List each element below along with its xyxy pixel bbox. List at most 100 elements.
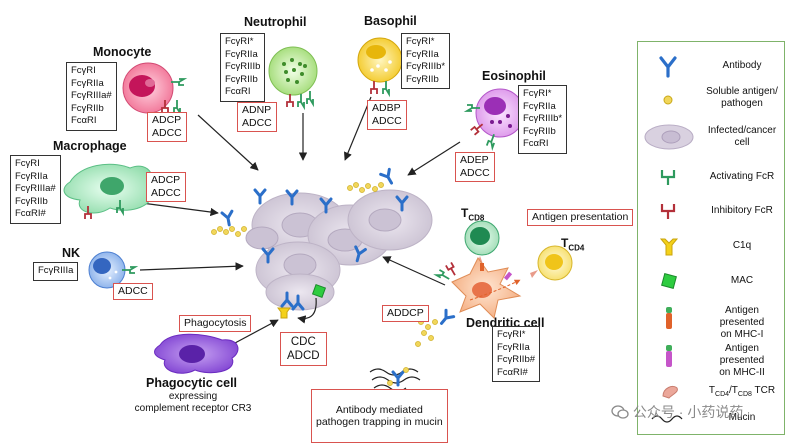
watermark-text: 公众号 · 小药说药	[632, 404, 744, 420]
tcd8-cell	[464, 220, 500, 264]
tcd4-main: T	[561, 236, 569, 250]
tcd4-label: TCD4	[561, 236, 584, 252]
function-label: ADEP	[460, 154, 489, 166]
legend-label: TCD4/TCD8 TCR	[702, 385, 782, 401]
function-label: ADCC	[151, 187, 181, 199]
receptor: FcγRI*	[523, 88, 552, 99]
infected-cell-icon	[644, 124, 694, 150]
function-label: ADCP	[152, 114, 182, 126]
watermark: 公众号 · 小药说药	[611, 402, 743, 422]
adcd-label: ADCD	[287, 350, 320, 362]
macrophage-function-box: ADCP ADCC	[146, 172, 186, 202]
phagocytic-cell	[154, 333, 239, 374]
inhibitory-fcr-icon	[660, 204, 676, 219]
tcr-label-sub1: CD4	[715, 391, 730, 398]
receptor: FcγRIIa	[225, 48, 258, 60]
cdc-adcd-box: CDC ADCD	[280, 332, 327, 366]
eosinophil-receptor-box: FcγRI* FcγRIIa FcγRIIIb* FcγRIIb FcαRI	[518, 85, 568, 154]
legend-item-activating-fcr: Activating FcR	[638, 164, 784, 190]
function-label: ADCP	[151, 174, 181, 186]
antigen-presentation-box: Antigen presentation	[527, 209, 634, 226]
legend-item-infected-cell: Infected/cancer cell	[638, 120, 784, 154]
receptor: FcγRIIa	[523, 100, 556, 112]
basophil-receptor-box: FcγRI* FcγRIIa FcγRIIIb* FcγRIIb	[401, 33, 451, 90]
legend-panel: Antibody Soluble antigen/ pathogen Infec…	[637, 41, 785, 435]
function-label: ADCC	[460, 167, 490, 179]
neutrophil-title: Neutrophil	[244, 15, 307, 29]
nk-cell	[88, 251, 136, 289]
function-label: Phagocytosis	[184, 317, 247, 329]
macrophage-title: Macrophage	[53, 139, 127, 153]
legend-item-tcr: TCD4/TCD8 TCR	[638, 380, 784, 404]
receptor: FcαRI	[523, 138, 549, 150]
arrow-phagocytic	[234, 319, 279, 344]
monocyte-receptor-box: FcγRI FcγRIIa FcγRIIIa# FcγRIIb FcαRI	[66, 62, 117, 131]
legend-label: Mucin	[728, 412, 756, 423]
infected-cell-cluster	[245, 189, 433, 311]
receptor: FcγRIIb	[71, 102, 104, 114]
macrophage-receptor-box: FcγRI FcγRIIa FcγRIIIa# FcγRIIb FcαRI#	[10, 155, 61, 224]
legend-item-antibody: Antibody	[638, 52, 784, 80]
receptor: FcγRIIa	[71, 77, 104, 89]
eosinophil-cell	[466, 88, 525, 149]
mucin-trap-label: Antibody mediated pathogen trapping in m…	[316, 403, 443, 429]
receptor: FcγRIIIb	[225, 61, 261, 73]
receptor: FcγRIIb#	[497, 354, 536, 366]
receptor: FcγRIIIb*	[523, 113, 563, 125]
activating-fcr-icon	[660, 170, 676, 185]
arrow-monocyte	[197, 114, 259, 171]
tcr-label-sub2: CD8	[737, 391, 752, 398]
legend-label: Antibody	[722, 60, 762, 71]
legend-item-mhc1: Antigen presented on MHC-I	[638, 302, 784, 340]
phagocytic-title: Phagocytic cell	[146, 376, 238, 390]
arrow-macrophage	[133, 201, 219, 217]
cdc-label: CDC	[290, 336, 316, 348]
tcd8-sub: CD8	[468, 213, 485, 223]
receptor: FcγRIIa	[15, 170, 48, 182]
legend-label: Activating FcR	[709, 171, 775, 182]
legend-label: Soluble antigen/ pathogen	[706, 86, 778, 109]
function-label: ADCC	[152, 127, 182, 139]
nk-title: NK	[62, 246, 81, 260]
receptor: FcγRIIb	[15, 195, 48, 207]
receptor: FcγRIIIa#	[71, 90, 112, 102]
receptor: FcγRIIa	[497, 341, 530, 353]
nk-function-box: ADCC	[113, 283, 153, 300]
phagocytic-subtitle: expressing complement receptor CR3	[134, 391, 252, 414]
mucin-strands	[369, 367, 421, 392]
legend-label: MAC	[730, 275, 754, 286]
neutrophil-receptor-box: FcγRI* FcγRIIa FcγRIIIb FcγRIIb FcαRI	[220, 33, 266, 102]
legend-label: Infected/cancer cell	[707, 125, 777, 148]
mac-icon	[661, 273, 677, 289]
function-label: ADCC	[118, 285, 148, 297]
tcd8-label: TCD8	[461, 206, 484, 222]
neutrophil-function-box: ADNP ADCC	[237, 102, 277, 132]
receptor: FcγRIIb	[523, 125, 556, 137]
receptor: FcαRI#	[497, 366, 528, 378]
phagocytosis-label-box: Phagocytosis	[179, 315, 252, 332]
monocyte-function-box: ADCP ADCC	[147, 112, 187, 142]
mucin-icon	[651, 415, 683, 423]
tcd8-main: T	[461, 206, 469, 220]
eosinophil-function-box: ADEP ADCC	[455, 152, 495, 182]
receptor: FcγRI*	[225, 36, 254, 47]
receptor: FcαRI	[225, 86, 251, 98]
legend-item-mac: MAC	[638, 268, 784, 294]
arrow-c1q-mac	[297, 297, 317, 324]
legend-label: Inhibitory FcR	[711, 205, 773, 216]
legend-item-mucin: Mucin	[638, 408, 784, 430]
function-label: ADCC	[242, 117, 272, 129]
function-label: ADCC	[372, 115, 402, 127]
receptor: FcγRI	[71, 65, 96, 76]
dendritic-receptor-box: FcγRI* FcγRIIa FcγRIIb# FcαRI#	[492, 326, 541, 383]
receptor: FcγRIIa	[406, 48, 439, 60]
receptor: FcαRI#	[15, 208, 46, 220]
c1q-marker	[277, 307, 291, 319]
receptor: FcγRIIIa#	[15, 183, 56, 195]
receptor: FcγRI*	[497, 329, 526, 340]
receptor: FcγRIIb	[225, 73, 258, 85]
antibody-icon	[659, 56, 677, 78]
macrophage-cell	[63, 163, 154, 220]
neutrophil-cell	[268, 46, 318, 108]
tcr-icon	[662, 385, 678, 399]
